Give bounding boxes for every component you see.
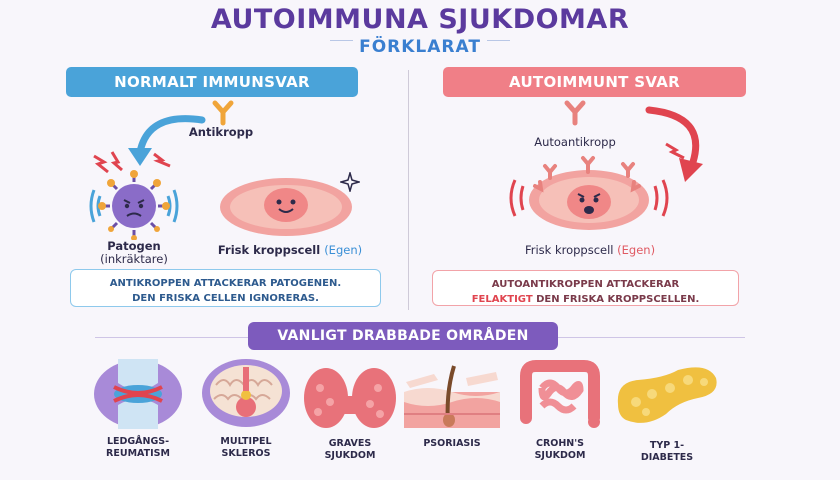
autoantibody-icon [564,100,586,126]
alert-burst-icon [665,142,685,160]
sparkle-icon [340,172,360,192]
pathogen-virus-icon [89,170,179,240]
banner-rule [95,337,255,338]
autoimmune-explanation-line1: AUTOANTIKROPPEN ATTACKERAR [491,279,680,290]
subtitle-text: FÖRKLARAT [353,37,487,57]
autoimmune-explanation-box: AUTOANTIKROPPEN ATTACKERAR FELAKTIGT DEN… [432,270,739,306]
healthy-cell-icon [220,178,352,236]
section-divider [408,70,409,310]
intestine-icon [520,360,600,428]
antibody-label: Antikropp [188,125,254,139]
condition-label-ms: MULTIPEL SKLEROS [191,436,301,460]
alert-burst-icon [153,152,171,168]
condition-label-line2: SJUKDOM [534,450,586,461]
self-tag: (Egen) [617,243,656,257]
pathogen-label-line2: (inkräktare) [100,252,168,266]
autoimmune-explanation-line2: FELAKTIGT DEN FRISKA KROPPSCELLEN. [433,292,738,307]
condition-label-t1d: TYP 1- DIABETES [612,440,722,464]
self-tag: (Egen) [324,243,363,257]
condition-label-line1: CROHN'S [535,438,584,449]
curved-arrow-icon [645,106,703,182]
autoantibody-label: Autoantikropp [534,135,616,149]
attacked-cell-icon [509,156,669,230]
healthy-cell-label-text: Frisk kroppscell [217,243,321,257]
condition-label-line2: SKLEROS [221,448,271,459]
autoimmune-response-header: AUTOIMMUNT SVAR [443,67,746,97]
normal-response-header: NORMALT IMMUNSVAR [66,67,358,97]
condition-label-line2: SJUKDOM [324,450,376,461]
page-subtitle: FÖRKLARAT [0,37,840,57]
condition-label-line1: TYP 1- [649,440,685,451]
joint-icon [94,359,182,429]
condition-label-line1: PSORIASIS [423,438,481,449]
healthy-cell-label: Frisk kroppscell (Egen) [212,243,368,257]
condition-label-psoriasis: PSORIASIS [397,438,507,450]
condition-label-line1: MULTIPEL [220,436,272,447]
brain-icon [202,359,290,427]
alert-burst-icon [93,151,123,174]
condition-label-line1: GRAVES [328,438,372,449]
attacked-cell-label: Frisk kroppscell (Egen) [505,243,675,257]
common-areas-banner: VANLIGT DRABBADE OMRÅDEN [248,322,558,350]
condition-label-graves: GRAVES SJUKDOM [295,438,405,462]
condition-label-line2: REUMATISM [106,448,170,459]
condition-label-ra: LEDGÅNGS- REUMATISM [83,436,193,460]
condition-label-line1: LEDGÅNGS- [106,436,170,447]
wrongly-highlight: FELAKTIGT [471,294,533,305]
attacked-cell-label-text: Frisk kroppscell [524,243,614,257]
pathogen-label: Patogen (inkräktare) [86,240,182,266]
normal-explanation-line2: DEN FRISKA CELLEN IGNORERAS. [132,293,319,304]
skin-icon [404,365,500,428]
curved-arrow-icon [128,115,206,166]
banner-rule [555,337,745,338]
antibody-icon [212,100,234,126]
normal-explanation-line1: ANTIKROPPEN ATTACKERAR PATOGENEN. [109,278,342,289]
pathogen-label-line1: Patogen [107,239,161,253]
page-title: AUTOIMMUNA SJUKDOMAR [210,4,630,35]
condition-label-line2: DIABETES [640,452,694,463]
autoimmune-explanation-line2-rest: DEN FRISKA KROPPSCELLEN. [532,294,700,305]
condition-label-crohns: CROHN'S SJUKDOM [505,438,615,462]
normal-explanation-box: ANTIKROPPEN ATTACKERAR PATOGENEN. DEN FR… [70,269,381,307]
pancreas-icon [617,367,717,423]
thyroid-icon [304,368,396,428]
